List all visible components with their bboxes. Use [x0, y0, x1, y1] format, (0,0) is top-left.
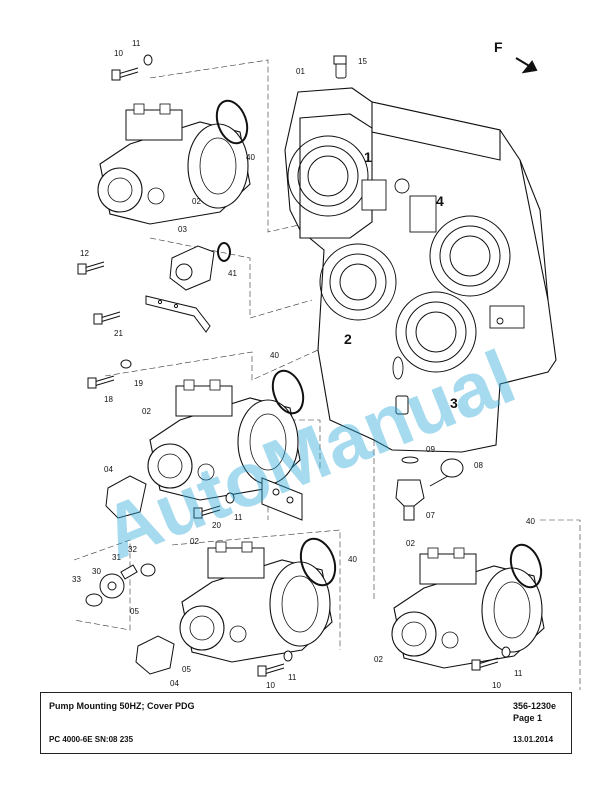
callout-21: 21 — [114, 329, 123, 338]
callout-15: 15 — [358, 57, 367, 66]
callout-11-bottom-left: 11 — [288, 673, 297, 682]
callout-40-top: 40 — [246, 153, 255, 162]
callout-10-bottom-left: 10 — [266, 681, 275, 690]
callout-10-bottom-right: 10 — [492, 681, 501, 690]
direction-arrow-icon — [515, 57, 538, 74]
title-block: Pump Mounting 50HZ; Cover PDG 356-1230e … — [40, 692, 572, 754]
callout-31: 31 — [112, 553, 121, 562]
callout-40-bottom-left: 40 — [348, 555, 357, 564]
callout-20: 20 — [212, 521, 221, 530]
part-callouts: 01 02 02 02 02 02 03 04 04 05 05 07 08 0… — [72, 39, 535, 690]
pump-assembly-bottom-right — [391, 547, 545, 669]
callout-41: 41 — [228, 269, 237, 278]
callout-32: 32 — [128, 545, 137, 554]
page-number: Page 1 — [513, 713, 543, 723]
callout-10-top: 10 — [114, 49, 123, 58]
callout-05-left: 05 — [130, 607, 139, 616]
callout-05-bottom: 05 — [182, 665, 191, 674]
breather-assembly — [395, 395, 464, 521]
callout-01: 01 — [296, 67, 305, 76]
gearbox-flange-3 — [395, 291, 477, 373]
callout-02-middle: 02 — [142, 407, 151, 416]
washers — [120, 54, 511, 662]
position-label-2: 2 — [344, 331, 352, 347]
document-title: Pump Mounting 50HZ; Cover PDG — [49, 701, 195, 711]
aux-pump — [169, 245, 215, 291]
callout-33: 33 — [72, 575, 81, 584]
callout-03: 03 — [178, 225, 187, 234]
bolts — [77, 55, 499, 677]
document-number: 356-1230e — [513, 701, 557, 711]
pump-assembly-top — [97, 103, 251, 225]
callout-02-top: 02 — [192, 197, 201, 206]
o-rings — [215, 99, 543, 589]
position-label-3: 3 — [450, 395, 458, 411]
exploded-parts-drawing: F 1 2 3 4 01 02 02 02 02 02 03 04 04 05 … — [72, 39, 581, 690]
callout-11-top: 11 — [132, 39, 141, 48]
callout-07: 07 — [426, 511, 435, 520]
callout-11-middle: 11 — [234, 513, 243, 522]
mounting-bracket — [145, 295, 211, 333]
callout-12: 12 — [80, 249, 89, 258]
dashed-guide-lines — [73, 59, 581, 690]
callout-19: 19 — [134, 379, 143, 388]
callout-08: 08 — [474, 461, 483, 470]
coupling-parts — [85, 475, 175, 675]
callout-04-bottom: 04 — [170, 679, 179, 688]
valve-block — [261, 477, 303, 521]
direction-mark: F — [494, 39, 503, 55]
callout-30: 30 — [92, 567, 101, 576]
model-serial: PC 4000-6E SN:08 235 — [49, 735, 134, 744]
callout-02-bottom-left: 02 — [190, 537, 199, 546]
gearbox-flange-1 — [287, 135, 369, 217]
callout-02-bottom-right: 02 — [406, 539, 415, 548]
position-label-4: 4 — [436, 193, 444, 209]
gearbox-flange-2 — [319, 243, 397, 321]
callout-04-middle: 04 — [104, 465, 113, 474]
pump-assembly-bottom-left — [179, 541, 333, 663]
document-date: 13.01.2014 — [513, 735, 554, 744]
callout-40-bottom-right: 40 — [526, 517, 535, 526]
gearbox-flange-4 — [429, 215, 511, 297]
callout-09: 09 — [426, 445, 435, 454]
callout-02-bottom-right-lower: 02 — [374, 655, 383, 664]
callout-11-bottom-right: 11 — [514, 669, 523, 678]
position-label-1: 1 — [364, 149, 372, 165]
callout-18: 18 — [104, 395, 113, 404]
callout-40-middle: 40 — [270, 351, 279, 360]
